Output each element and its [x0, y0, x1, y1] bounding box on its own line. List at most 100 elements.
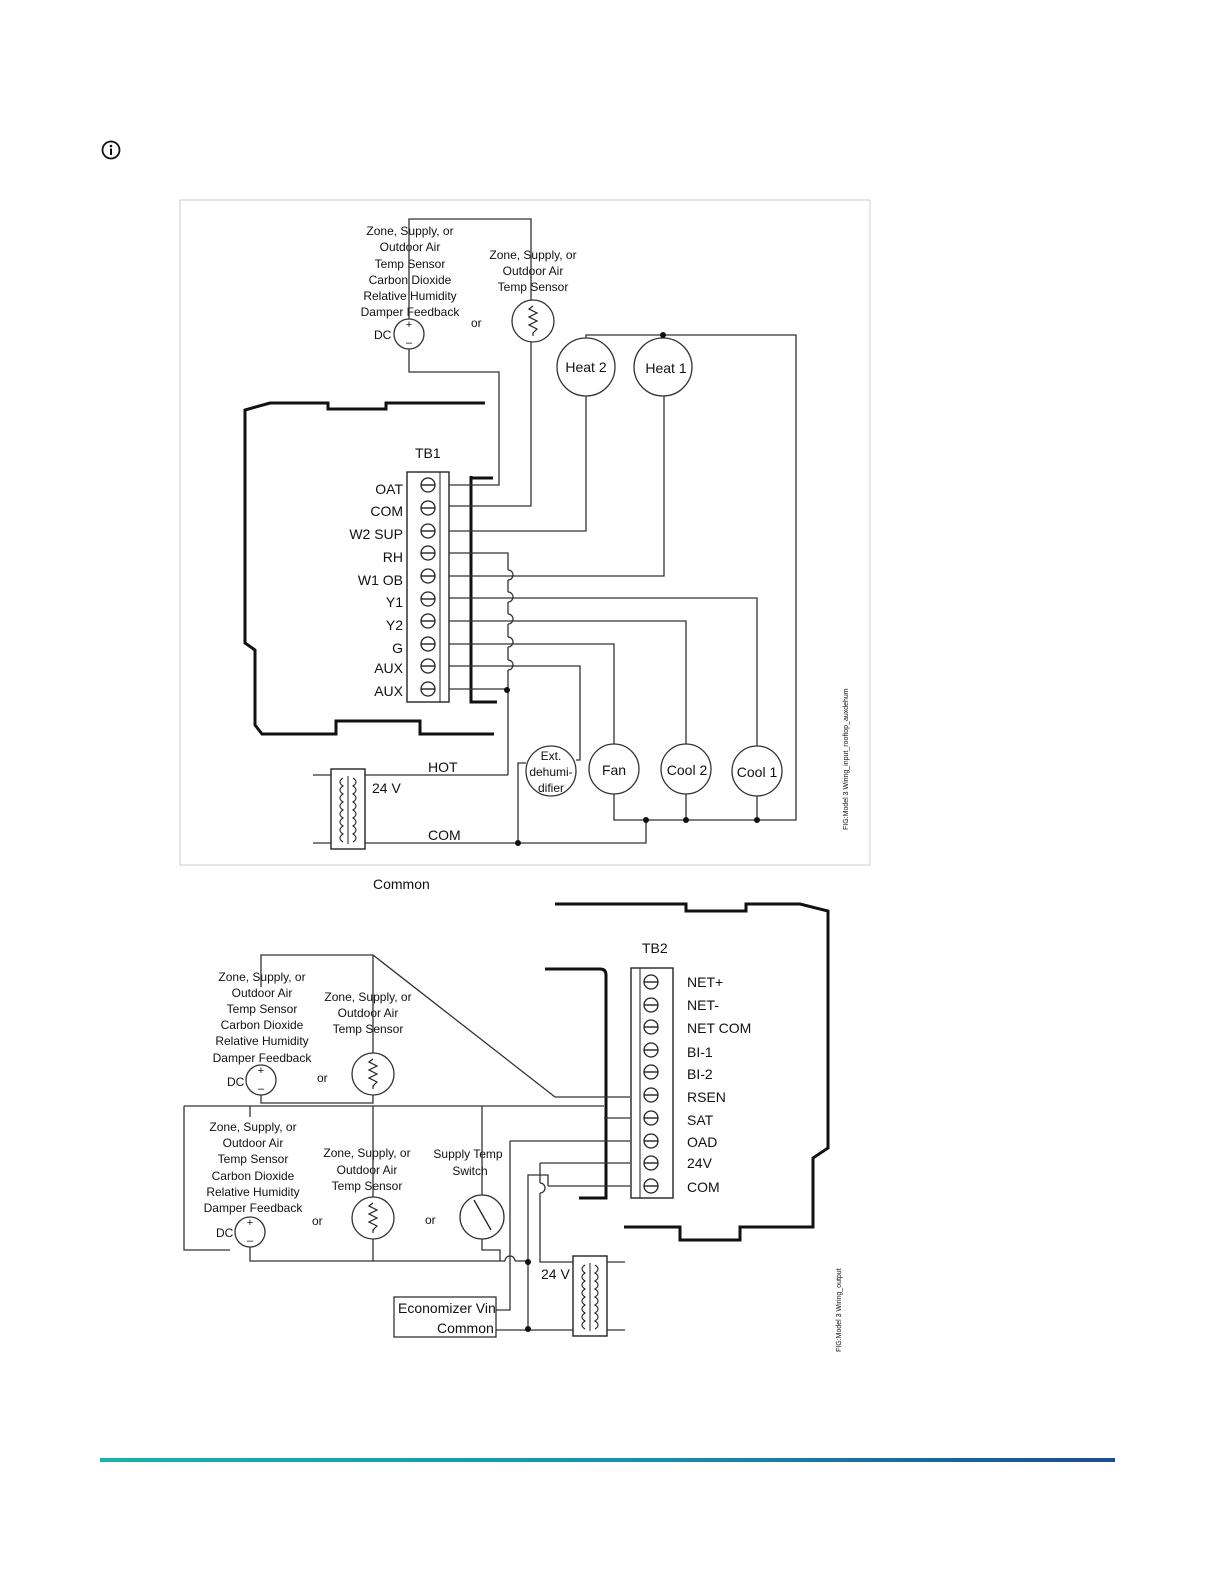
controller-outline-bottom — [555, 902, 830, 1242]
terminal-label-g: G — [392, 640, 403, 656]
terminal-label-rsen: RSEN — [687, 1089, 726, 1105]
terminal-label-net-minus: NET- — [687, 997, 719, 1013]
fig-id-bottom: FIG:Model 3 Wiring_output — [836, 1268, 843, 1352]
dc-sensor-bottom-upper: Zone, Supply, or Outdoor Air Temp Sensor… — [213, 970, 313, 1096]
terminal-label-bi-2: BI-2 — [687, 1066, 713, 1082]
svg-text:Temp Sensor: Temp Sensor — [332, 1179, 403, 1193]
terminal-label-y2: Y2 — [386, 617, 403, 633]
load-cool-2: Cool 2 — [660, 743, 712, 795]
tb2-screw — [643, 997, 659, 1013]
svg-text:Zone, Supply, or: Zone, Supply, or — [323, 1146, 410, 1160]
svg-text:–: – — [247, 1235, 254, 1247]
tb2-bus-bar — [545, 967, 608, 1200]
terminal-label-rh: RH — [383, 549, 403, 565]
load-cool-1: Cool 1 — [731, 745, 783, 797]
temp-sensor-top: Zone, Supply, or Outdoor Air Temp Sensor — [489, 248, 577, 343]
svg-text:Temp Sensor: Temp Sensor — [498, 280, 569, 294]
terminal-label-aux-2: AUX — [374, 683, 403, 699]
svg-text:Temp Sensor: Temp Sensor — [227, 1002, 298, 1016]
diagram-bottom: TB2 NET+ NET- NET COM BI-1 BI-2 RSEN SAT… — [183, 902, 843, 1352]
svg-text:Economizer Vin: Economizer Vin — [398, 1300, 496, 1316]
svg-text:Relative Humidity: Relative Humidity — [363, 289, 456, 303]
svg-text:Temp Sensor: Temp Sensor — [333, 1022, 404, 1036]
supply-temp-switch: Supply Temp Switch — [433, 1147, 505, 1240]
or-label: or — [317, 1071, 328, 1085]
svg-text:Relative Humidity: Relative Humidity — [206, 1185, 299, 1199]
svg-text:DC: DC — [374, 328, 392, 342]
tb1-screw — [420, 545, 436, 561]
fig-id-top: FIG:Model 3 Wiring_input_rooftop_auxdehu… — [843, 688, 850, 830]
svg-text:Ext.: Ext. — [541, 749, 562, 763]
svg-text:Damper Feedback: Damper Feedback — [213, 1051, 313, 1065]
svg-text:Outdoor Air: Outdoor Air — [232, 986, 293, 1000]
terminal-label-bi-1: BI-1 — [687, 1044, 713, 1060]
svg-text:Outdoor Air: Outdoor Air — [223, 1136, 284, 1150]
terminal-label-com: COM — [370, 503, 403, 519]
svg-text:Outdoor Air: Outdoor Air — [337, 1163, 398, 1177]
svg-text:Zone, Supply, or: Zone, Supply, or — [324, 990, 411, 1004]
svg-text:Outdoor Air: Outdoor Air — [503, 264, 564, 278]
tb2-terminal-labels: NET+ NET- NET COM BI-1 BI-2 RSEN SAT OAD… — [687, 974, 751, 1195]
svg-text:HOT: HOT — [428, 759, 458, 775]
svg-text:–: – — [258, 1083, 265, 1095]
svg-text:difier: difier — [538, 781, 564, 795]
svg-text:Zone, Supply, or: Zone, Supply, or — [218, 970, 305, 984]
tb2-screws — [643, 974, 659, 1194]
svg-text:Switch: Switch — [452, 1164, 487, 1178]
temp-sensor-bottom-lower: Zone, Supply, or Outdoor Air Temp Sensor — [323, 1146, 411, 1240]
svg-text:Carbon Dioxide: Carbon Dioxide — [221, 1018, 304, 1032]
svg-text:+: + — [247, 1217, 253, 1229]
footer-rule — [100, 1458, 1115, 1462]
load-heat-2: Heat 2 — [556, 337, 616, 397]
terminal-label-aux-1: AUX — [374, 660, 403, 676]
dc-sensor-top: Zone, Supply, or Outdoor Air Temp Sensor… — [361, 224, 461, 350]
tb1-screws — [420, 477, 436, 697]
temp-sensor-bottom-upper: Zone, Supply, or Outdoor Air Temp Sensor — [324, 990, 412, 1096]
load-fan: Fan — [588, 743, 640, 795]
tb1-screw — [420, 681, 436, 697]
tb1-screw — [420, 477, 436, 493]
svg-text:Zone, Supply, or: Zone, Supply, or — [489, 248, 576, 262]
or-label: or — [471, 316, 482, 330]
svg-text:Fan: Fan — [602, 762, 626, 778]
svg-text:Carbon Dioxide: Carbon Dioxide — [369, 273, 452, 287]
svg-text:Supply Temp: Supply Temp — [433, 1147, 502, 1161]
tb2-screw — [643, 1155, 659, 1171]
tb2-screw — [643, 1133, 659, 1149]
tb1-bus-bar — [469, 476, 497, 704]
transformer-top: 24 V HOT COM — [330, 759, 461, 850]
svg-text:Zone, Supply, or: Zone, Supply, or — [209, 1120, 296, 1134]
tb1-screw — [420, 523, 436, 539]
tb2-screw — [643, 1042, 659, 1058]
common-label: Common — [373, 876, 430, 892]
svg-text:Temp Sensor: Temp Sensor — [375, 257, 446, 271]
terminal-label-net-com: NET COM — [687, 1020, 751, 1036]
terminal-label-net-plus: NET+ — [687, 974, 723, 990]
tb2-screw — [643, 1087, 659, 1103]
svg-text:DC: DC — [227, 1075, 245, 1089]
tb1-screw — [420, 658, 436, 674]
controller-outline-top — [243, 401, 494, 736]
tb1-screw — [420, 636, 436, 652]
svg-text:Relative Humidity: Relative Humidity — [215, 1034, 308, 1048]
terminal-label-w1-ob: W1 OB — [358, 572, 403, 588]
svg-text:Cool 2: Cool 2 — [667, 762, 708, 778]
tb1-title: TB1 — [415, 445, 441, 461]
svg-text:Damper Feedback: Damper Feedback — [361, 305, 461, 319]
svg-text:+: + — [258, 1065, 264, 1077]
svg-text:–: – — [406, 337, 413, 349]
svg-text:Temp Sensor: Temp Sensor — [218, 1152, 289, 1166]
transformer-bottom: 24 V — [541, 1255, 608, 1337]
tb1-screw — [420, 613, 436, 629]
svg-text:24 V: 24 V — [541, 1266, 570, 1282]
terminal-label-oat: OAT — [375, 481, 403, 497]
tb2-screw — [643, 1064, 659, 1080]
terminal-label-w2-sup: W2 SUP — [349, 526, 403, 542]
diagram-top-frame — [179, 199, 871, 866]
svg-text:Outdoor Air: Outdoor Air — [380, 240, 441, 254]
svg-text:COM: COM — [428, 827, 461, 843]
svg-text:Common: Common — [437, 1320, 494, 1336]
info-circle-icon — [101, 140, 121, 160]
svg-text:Outdoor Air: Outdoor Air — [338, 1006, 399, 1020]
